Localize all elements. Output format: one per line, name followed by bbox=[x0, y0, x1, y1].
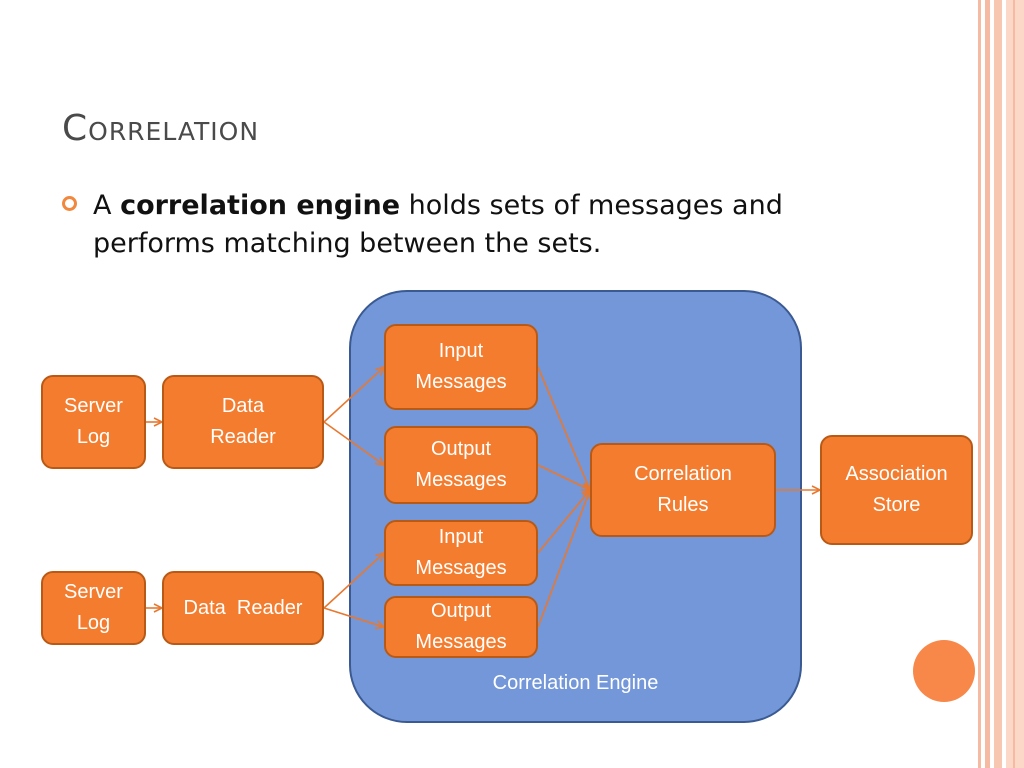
bullet-icon bbox=[62, 196, 77, 211]
box-label-line: Input bbox=[438, 340, 484, 362]
box-label-line: Data bbox=[221, 395, 265, 417]
box-label-line: Output bbox=[430, 600, 492, 622]
box-label-line: Log bbox=[76, 426, 111, 448]
arrow-input1-rules bbox=[537, 366, 590, 490]
box-label-line: Association bbox=[845, 463, 948, 485]
bullet-text: A correlation engine holds sets of messa… bbox=[93, 187, 813, 263]
box-label-line: Rules bbox=[657, 494, 709, 516]
decor-stripe bbox=[994, 0, 1002, 768]
decor-stripe bbox=[978, 0, 981, 768]
box-label-line: Messages bbox=[415, 557, 507, 579]
arrow-reader1-output1 bbox=[323, 421, 384, 465]
slide-title: Correlation bbox=[62, 108, 260, 149]
box-label-line: Messages bbox=[415, 631, 507, 653]
box-label-line: Data Reader bbox=[183, 596, 303, 619]
box-label-line: Correlation bbox=[634, 463, 732, 485]
box-label-line: Store bbox=[872, 494, 921, 516]
bullet-prefix: A bbox=[93, 190, 121, 221]
correlation-engine-label: Correlation Engine bbox=[492, 672, 659, 694]
decor-stripe bbox=[985, 0, 990, 768]
box-label-line: Server bbox=[64, 395, 123, 417]
decor-stripe bbox=[1006, 0, 1024, 768]
bullet-bold: correlation engine bbox=[120, 190, 401, 221]
bullet-rest: holds sets of messages and performs matc… bbox=[93, 190, 783, 259]
box-label-line: Input bbox=[438, 526, 484, 548]
arrow-output2-rules bbox=[537, 490, 590, 628]
box-label-line: Messages bbox=[415, 469, 507, 491]
decor-stripe bbox=[1013, 0, 1015, 768]
decor-circle bbox=[913, 640, 975, 702]
box-label-line: Log bbox=[76, 612, 111, 634]
arrow-reader2-input2 bbox=[323, 553, 384, 609]
box-label-line: Reader bbox=[210, 426, 276, 448]
arrow-input2-rules bbox=[537, 490, 590, 554]
arrow-output1-rules bbox=[537, 464, 590, 490]
arrow-reader1-input1 bbox=[323, 367, 384, 423]
box-label-line: Messages bbox=[415, 371, 507, 393]
box-label-line: Server bbox=[64, 581, 123, 603]
data-reader-box: Data Reader bbox=[162, 571, 324, 645]
arrow-reader2-output2 bbox=[323, 607, 384, 627]
box-label-line: Output bbox=[430, 438, 492, 460]
